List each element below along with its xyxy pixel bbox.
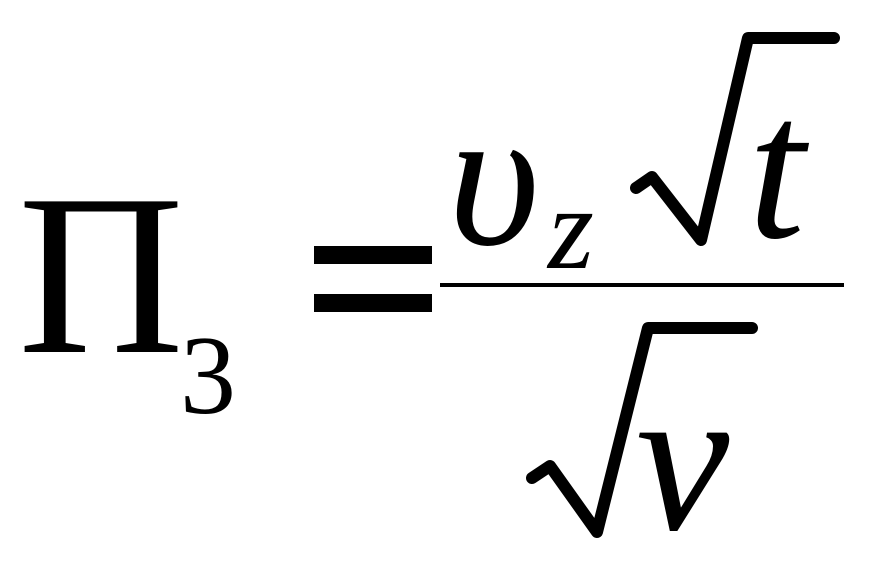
denominator-radicand: v xyxy=(636,343,730,575)
numerator-radicand: t xyxy=(748,55,805,282)
fraction-bar xyxy=(440,283,844,287)
numerator-variable: υ xyxy=(448,67,540,288)
equals-bottom-bar xyxy=(314,294,432,312)
pi-subscript: 3 xyxy=(180,314,236,438)
equals-top-bar xyxy=(314,246,432,264)
pi-symbol: Π xyxy=(18,147,185,402)
numerator-subscript: z xyxy=(548,163,594,294)
